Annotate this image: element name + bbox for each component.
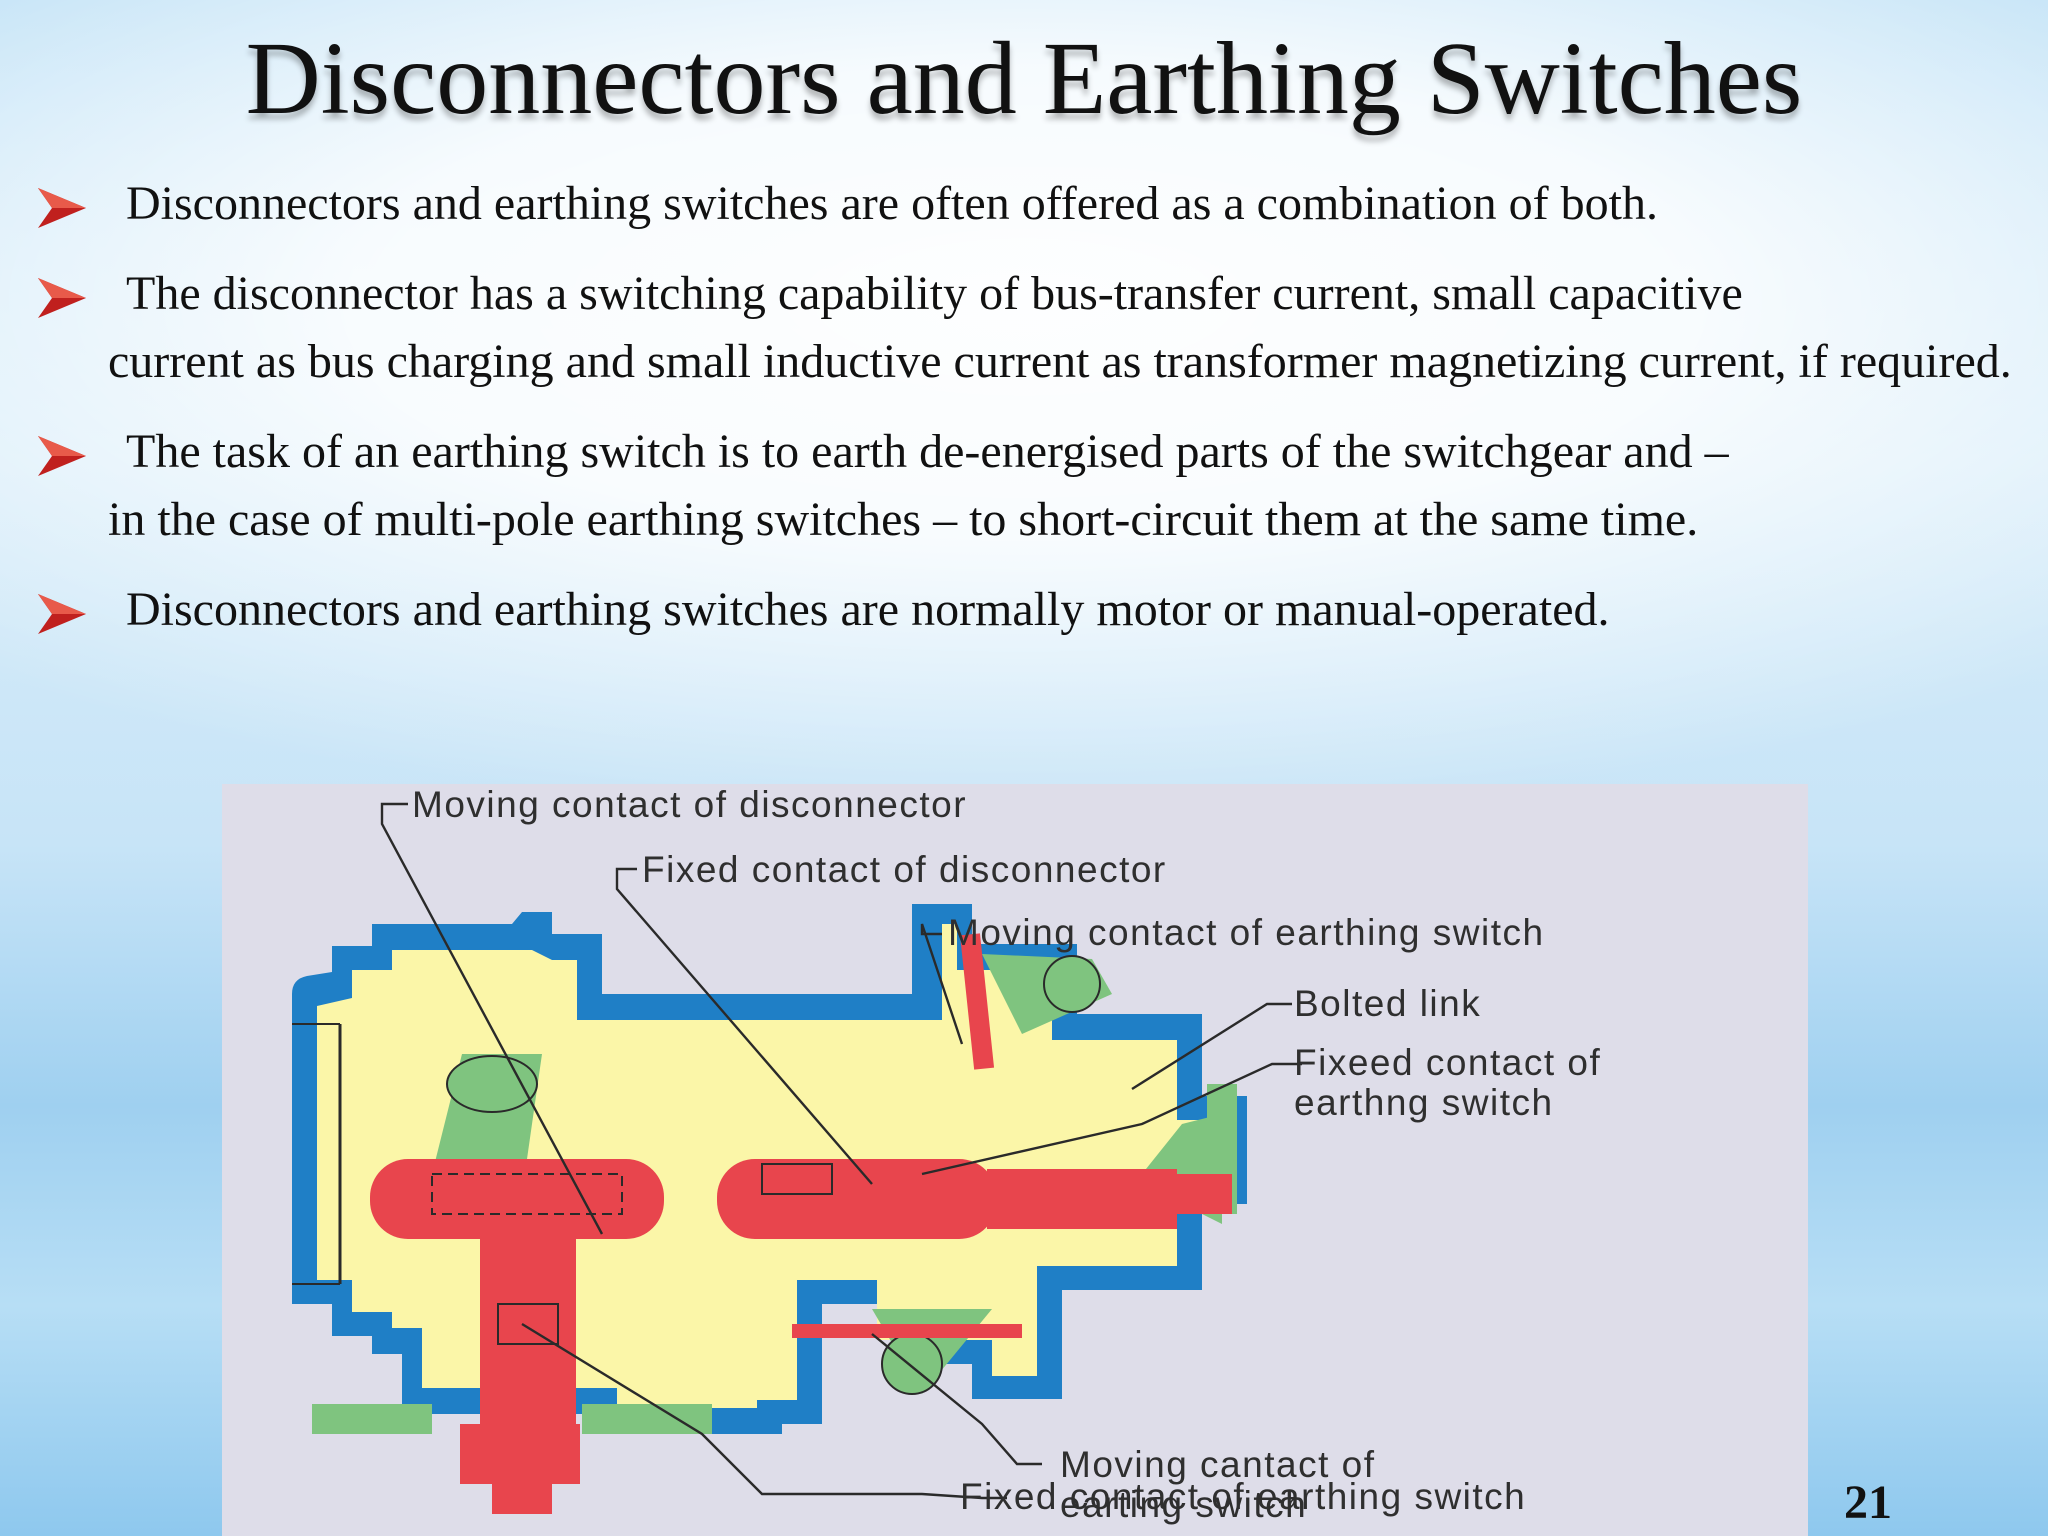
bullet-text-rest: in the case of multi-pole earthing switc… — [108, 493, 1699, 546]
conductors — [370, 933, 1232, 1514]
label-moving-contact-disconnector: Moving contact of disconnector — [412, 784, 967, 825]
bullet-arrow-icon — [38, 188, 86, 228]
leader-lines — [380, 802, 1302, 1500]
label-bolted-link: Bolted link — [1294, 983, 1481, 1024]
bullet-text: Disconnectors and earthing switches are … — [126, 177, 1658, 230]
bullet-item: The task of an earthing switch is to ear… — [36, 418, 2026, 554]
bullet-item: Disconnectors and earthing switches are … — [36, 576, 2026, 644]
bullet-text: Disconnectors and earthing switches are … — [126, 583, 1610, 636]
label-fixed-contact-earthing-right-2: earthng switch — [1294, 1082, 1554, 1123]
bullet-text-line1: The task of an earthing switch is to ear… — [126, 425, 1729, 478]
label-moving-contact-earthing-bottom-1: Moving cantact of — [1060, 1444, 1375, 1485]
bullet-arrow-icon — [38, 278, 86, 318]
bullet-text-rest: current as bus charging and small induct… — [108, 335, 2012, 388]
slide-title: Disconnectors and Earthing Switches — [245, 21, 1803, 136]
label-fixed-contact-earthing-bottom-visible: Fixed contact of earthing switch — [960, 1476, 1527, 1517]
bullet-item: The disconnector has a switching capabil… — [36, 260, 2026, 396]
bullet-list: Disconnectors and earthing switches are … — [36, 170, 2026, 666]
bullet-item: Disconnectors and earthing switches are … — [36, 170, 2026, 238]
bottom-label-strip: Fixed contact of earthing switch — [960, 1476, 1526, 1518]
switchgear-diagram: Moving contact of disconnector Fixed con… — [222, 784, 1808, 1536]
page-number: 21 — [1844, 1476, 1892, 1529]
label-fixed-contact-disconnector: Fixed contact of disconnector — [642, 849, 1167, 890]
bullet-arrow-icon — [38, 594, 86, 634]
label-moving-contact-earthing-top: Moving contact of earthing switch — [948, 912, 1545, 953]
bullet-text-line1: The disconnector has a switching capabil… — [126, 267, 1743, 320]
bullet-arrow-icon — [38, 436, 86, 476]
label-fixed-contact-earthing-right-1: Fixeed contact of — [1294, 1042, 1601, 1083]
label-moving-contact-earthing-bottom-2: earting switch — [1060, 1484, 1307, 1525]
switchgear-cross-section: Moving contact of disconnector Fixed con… — [292, 784, 1601, 1525]
